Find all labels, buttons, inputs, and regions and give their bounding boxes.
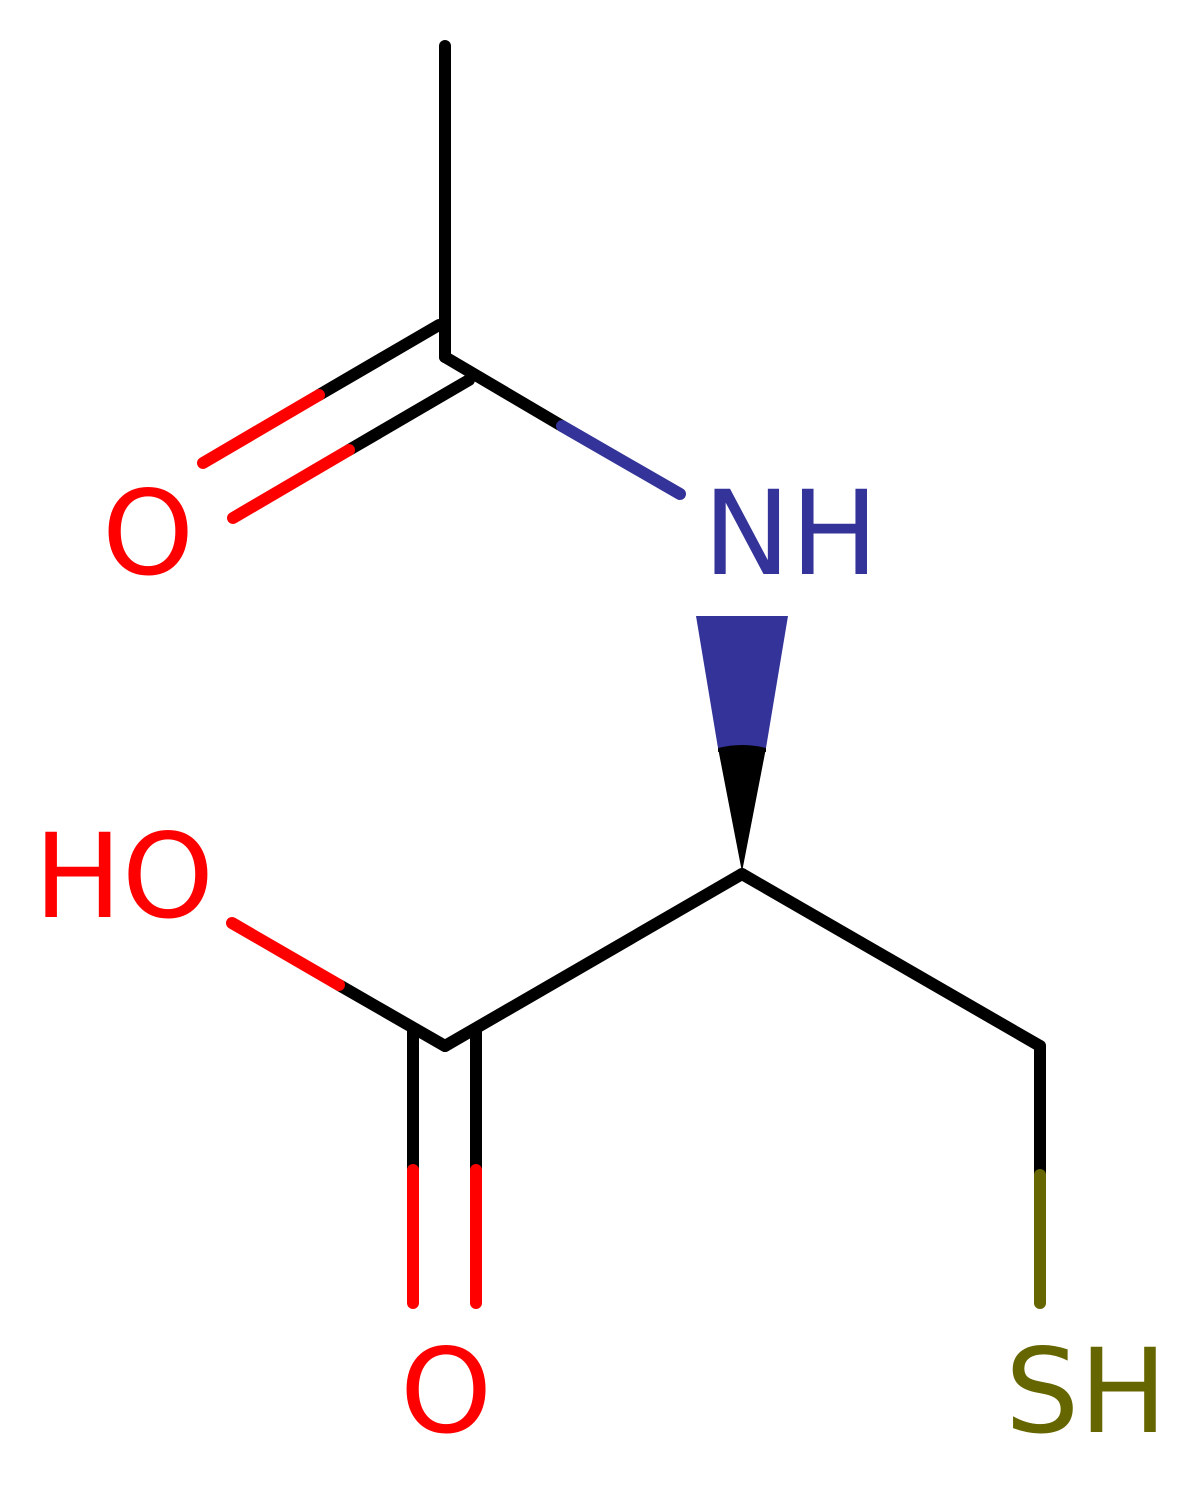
bond-carbonyl-nitrogen — [439, 351, 686, 500]
bond-alpha-ch2 — [736, 868, 1046, 1052]
bond-carboxyl-hydroxyl — [226, 917, 451, 1052]
atom-label-hydroxyl-oxygen: HO — [34, 808, 214, 945]
atom-label-thiol-sulfur: SH — [1005, 1323, 1167, 1460]
atom-label-carbonyl-oxygen: O — [102, 465, 194, 602]
bond-carboxyl-c-o-double — [407, 1024, 482, 1309]
bond-acetyl-c-o-double — [197, 319, 475, 524]
atom-label-amide-nitrogen: NH — [703, 465, 879, 602]
bond-alpha-carboxyl — [439, 868, 748, 1052]
atom-label-acid-oxygen: O — [400, 1323, 492, 1460]
wedge-bond-alpha-nitrogen — [696, 616, 788, 872]
